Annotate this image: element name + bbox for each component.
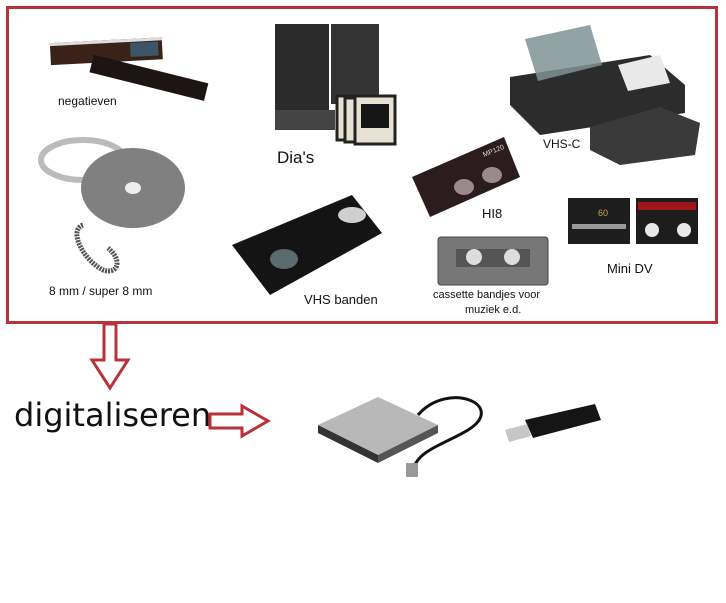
slides-image xyxy=(275,24,397,146)
vhs-c-image xyxy=(510,25,700,165)
down-arrow-icon xyxy=(89,322,131,391)
external-hard-drive-image xyxy=(318,396,483,477)
mini-dv-label-text: 60 xyxy=(598,208,608,218)
film-reel-image xyxy=(38,137,185,274)
label-8mm-film: 8 mm / super 8 mm xyxy=(49,284,153,298)
hi8-cassette-image: MP120 xyxy=(412,137,520,217)
label-hi8: HI8 xyxy=(482,206,503,221)
usb-flash-drive-image xyxy=(505,404,601,442)
label-mini-dv: Mini DV xyxy=(607,261,653,276)
label-slides: Dia's xyxy=(277,148,315,167)
label-vhs: VHS banden xyxy=(304,292,378,307)
mini-dv-image: 60 xyxy=(568,198,698,244)
source-media-frame xyxy=(6,6,718,324)
label-vhs-c: VHS-C xyxy=(543,137,581,151)
label-cassette-line1: cassette bandjes voor xyxy=(433,289,541,301)
process-label-digitaliseren: digitaliseren xyxy=(14,396,212,434)
right-arrow-icon xyxy=(208,403,272,439)
film-negatives-image xyxy=(49,37,209,101)
label-cassette-line2: muziek e.d. xyxy=(465,304,522,316)
vhs-tape-image xyxy=(232,195,382,295)
label-negatives: negatieven xyxy=(58,94,117,108)
audio-cassette-image xyxy=(437,236,549,286)
